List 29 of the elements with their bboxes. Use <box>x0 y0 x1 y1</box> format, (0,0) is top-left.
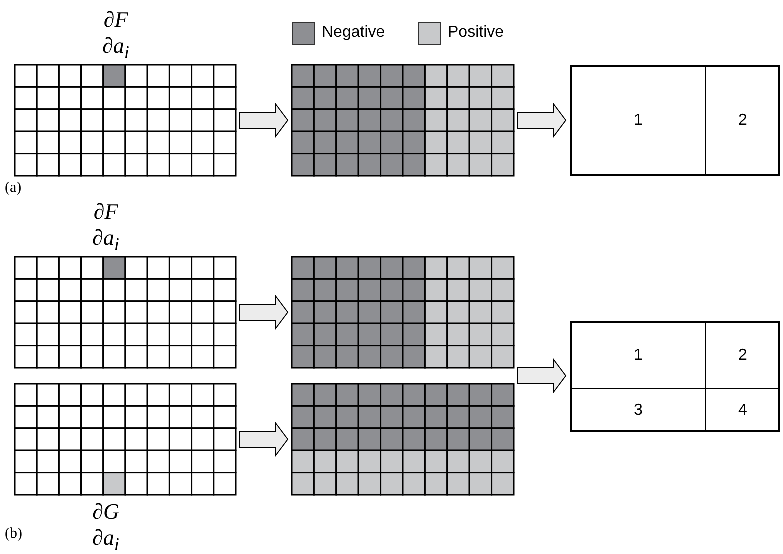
fraction-denominator: ∂a$_{i}$ <box>102 34 130 64</box>
block-arrow <box>240 295 289 330</box>
region-cell: 2 <box>706 67 780 174</box>
region-cell: 4 <box>706 389 780 432</box>
region-cell: 1 <box>572 67 706 174</box>
grid <box>292 65 514 176</box>
legend-label: Negative <box>322 24 386 42</box>
grid <box>15 257 236 368</box>
grid <box>15 384 236 495</box>
legend-label: Positive <box>448 24 504 42</box>
block-arrow <box>240 103 289 138</box>
region-cell: 1 <box>572 323 706 389</box>
fraction-denominator: ∂a$_{i}$ <box>92 226 120 256</box>
block-arrow <box>518 358 567 394</box>
fraction-denominator: ∂a$_{i}$ <box>92 526 120 554</box>
partition-box <box>570 65 780 176</box>
grid <box>15 65 236 176</box>
region-cell: 2 <box>706 323 780 389</box>
fraction-numerator: ∂F <box>92 200 120 224</box>
fraction-numerator: ∂F <box>102 8 130 32</box>
fraction-numerator: ∂G <box>92 500 120 524</box>
panel-label: (a) <box>5 180 22 197</box>
block-arrow <box>240 422 289 457</box>
grid <box>292 384 514 495</box>
panel-label: (b) <box>5 526 22 543</box>
region-cell: 3 <box>572 389 706 432</box>
grid <box>292 257 514 368</box>
partition-box <box>570 321 780 432</box>
block-arrow <box>518 103 567 138</box>
